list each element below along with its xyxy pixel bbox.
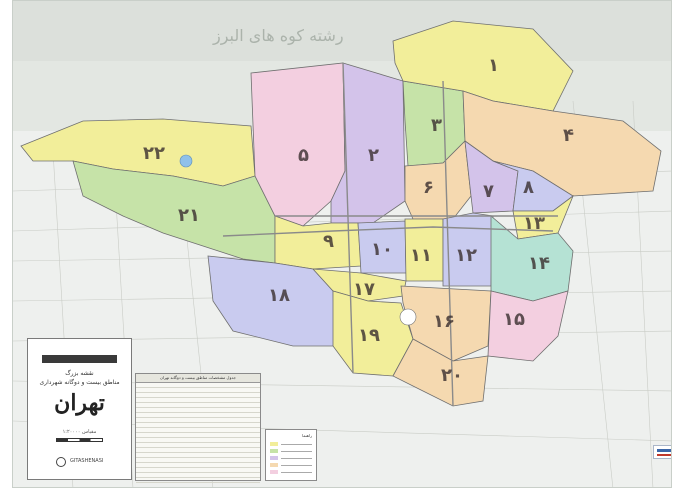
district-label-16: ۱۶ xyxy=(433,311,455,332)
publisher-logo: GITASHENASI xyxy=(56,455,104,469)
map-title: تهران xyxy=(54,390,105,416)
district-number-labels: ۱ ۲ ۳ ۴ ۵ ۶ ۷ ۸ ۹ ۱۰ ۱۱ ۱۲ ۱۳ ۱۴ ۱۵ ۱۶ ۱… xyxy=(143,55,574,386)
district-label-18: ۱۸ xyxy=(268,285,290,306)
map-legend: راهنما xyxy=(265,429,317,481)
legend-title: راهنما xyxy=(302,433,312,438)
map-scale-text: مقیاس ۱:۲۰۰۰۰ xyxy=(62,429,97,435)
mountain-shade xyxy=(13,1,671,61)
map-title-box: نقشه بزرگ مناطق بیست و دوگانه شهرداری ته… xyxy=(27,338,132,480)
district-label-2: ۲ xyxy=(368,145,379,166)
district-label-4: ۴ xyxy=(563,125,574,146)
title-band xyxy=(42,355,117,363)
table-header: جدول مشخصات مناطق بیست و دوگانه تهران xyxy=(136,374,260,383)
title-subline-1: نقشه بزرگ xyxy=(65,370,94,377)
district-label-3: ۳ xyxy=(431,115,442,136)
district-label-13: ۱۳ xyxy=(523,213,545,234)
district-label-8: ۸ xyxy=(523,177,534,198)
district-label-11: ۱۱ xyxy=(410,245,432,266)
publisher-name: GITASHENASI xyxy=(70,458,104,464)
district-regions xyxy=(20,20,662,407)
district-label-14: ۱۴ xyxy=(528,253,550,274)
district-6[interactable] xyxy=(404,140,472,220)
district-label-22: ۲۲ xyxy=(143,143,165,164)
title-subline-2: مناطق بیست و دوگانه شهرداری xyxy=(39,379,120,386)
city-square xyxy=(399,308,417,326)
major-highways xyxy=(222,62,558,407)
district-label-12: ۱۲ xyxy=(455,245,477,266)
district-label-19: ۱۹ xyxy=(358,325,380,346)
globe-icon xyxy=(56,457,66,467)
district-label-6: ۶ xyxy=(423,177,434,198)
district-stats-table: جدول مشخصات مناطق بیست و دوگانه تهران xyxy=(135,373,261,483)
district-13[interactable] xyxy=(512,194,574,240)
chitgar-lake xyxy=(179,154,193,168)
district-label-1: ۱ xyxy=(488,55,499,76)
district-label-21: ۲۱ xyxy=(178,205,200,226)
district-label-10: ۱۰ xyxy=(371,239,393,260)
scale-bar xyxy=(56,438,103,442)
publisher-badge-icon xyxy=(653,445,671,459)
map-sheet[interactable]: رشته کوه های البرز xyxy=(12,0,672,488)
district-label-17: ۱۷ xyxy=(353,279,375,300)
district-20[interactable] xyxy=(392,338,489,407)
district-label-20: ۲۰ xyxy=(441,365,463,386)
mountain-range-label: رشته کوه های البرز xyxy=(212,26,344,46)
district-label-9: ۹ xyxy=(323,231,334,252)
table-rows xyxy=(136,383,260,483)
district-label-7: ۷ xyxy=(483,181,494,202)
district-15[interactable] xyxy=(487,290,569,362)
district-label-15: ۱۵ xyxy=(503,309,525,330)
district-label-5: ۵ xyxy=(298,145,309,166)
tehran-map-canvas[interactable]: رشته کوه های البرز xyxy=(13,1,672,488)
